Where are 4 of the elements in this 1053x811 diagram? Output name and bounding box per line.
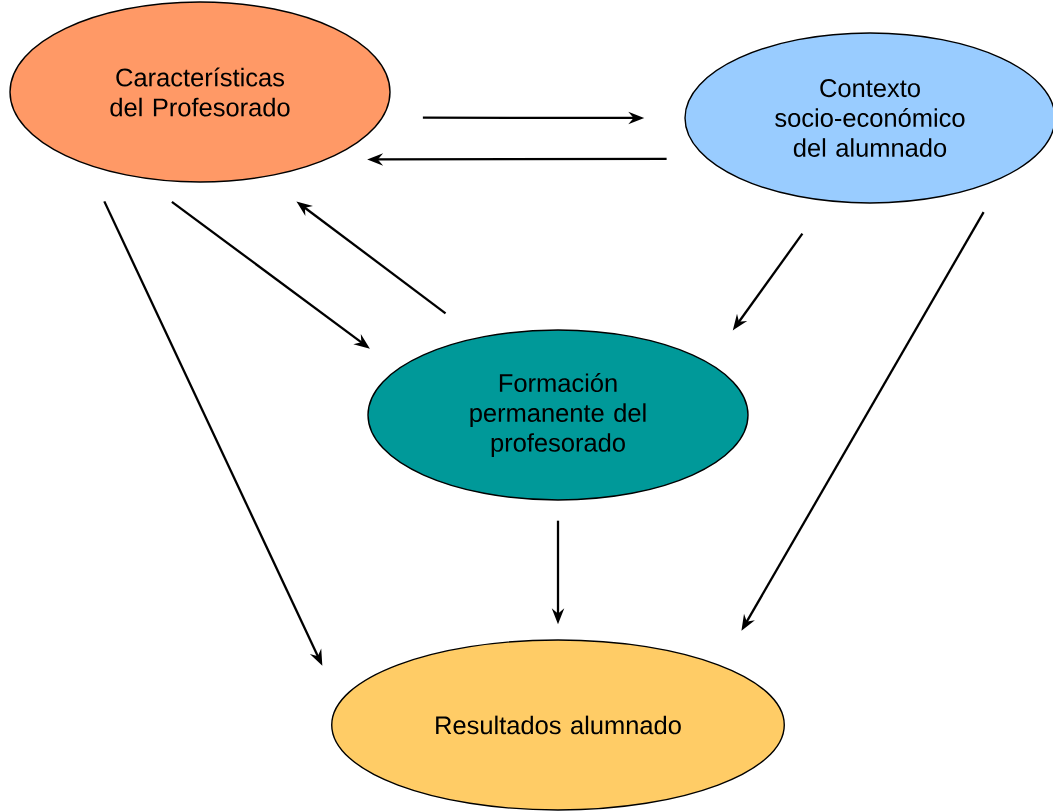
ellipse-node: Formación permanente del profesorado: [367, 329, 749, 501]
ellipse-node: Características del Profesorado: [9, 1, 391, 183]
ellipse-node: Contexto socio-económico del alumnado: [684, 32, 1053, 204]
ellipse-node: Resultados alumnado: [331, 639, 785, 811]
